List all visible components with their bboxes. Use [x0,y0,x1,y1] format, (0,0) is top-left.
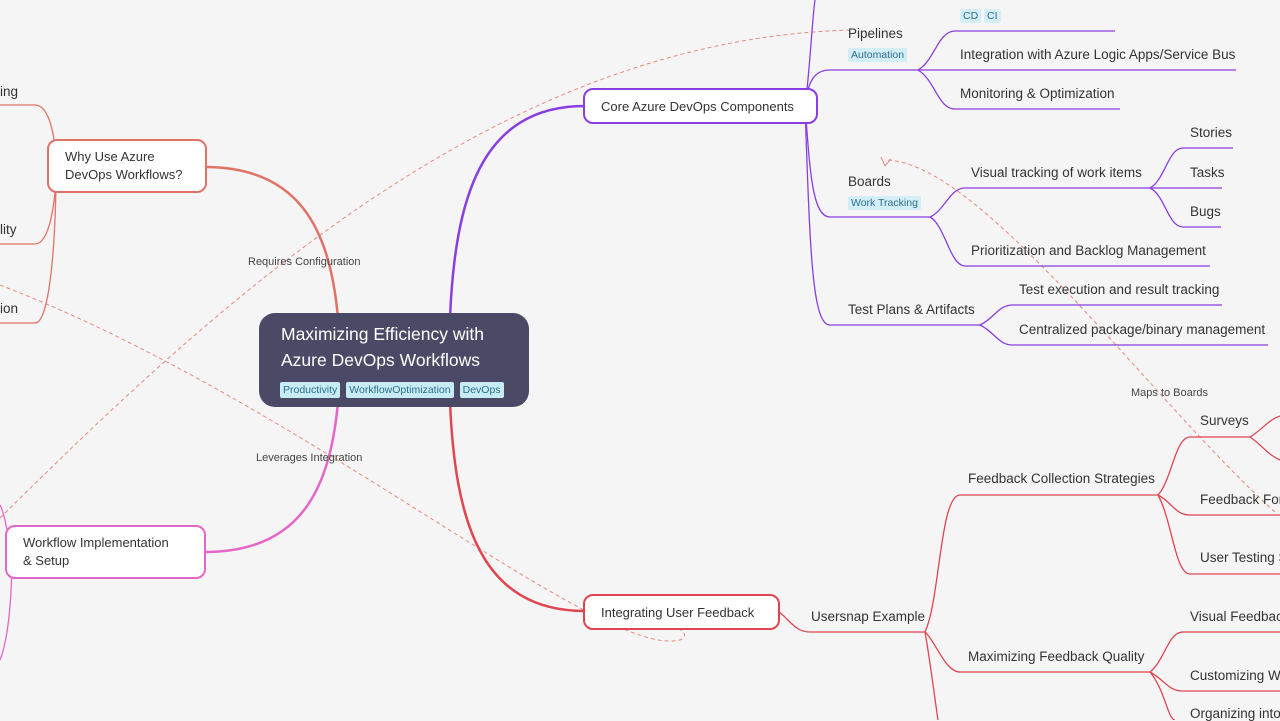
cd-tag[interactable]: CD [960,9,982,23]
connector-central-core [448,104,586,319]
branch-workflow[interactable]: Workflow Implementation & Setup [5,525,206,579]
quality-organizing[interactable]: Organizing into [1190,706,1280,721]
relationship-maps-label[interactable]: Maps to Boards [1131,387,1209,399]
connector-central-feedback [448,401,586,613]
boards-prioritization[interactable]: Prioritization and Backlog Management [971,243,1206,258]
connector-collection-surveys [1157,436,1250,496]
connector-boards-prioritization [929,216,1210,267]
connector-surveys-a [1249,415,1280,438]
pipelines-integration[interactable]: Integration with Azure Logic Apps/Servic… [960,47,1236,62]
central-tags: Productivity WorkflowOptimization DevOps [280,382,504,398]
branch-core-label: Core Azure DevOps Components [601,98,794,114]
branch-core[interactable]: Core Azure DevOps Components [583,88,818,124]
boards-label[interactable]: Boards [848,174,891,189]
connector-central-why [204,165,340,319]
usersnap-label[interactable]: Usersnap Example [811,609,926,624]
connector-testplans-execution [979,304,1222,326]
connector-quality-customizing [1149,671,1280,692]
tag-productivity[interactable]: Productivity [280,382,341,398]
tag-workflow-optimization[interactable]: WorkflowOptimization [346,382,454,398]
pipelines-tag[interactable]: Automation [848,48,908,62]
quality-label[interactable]: Maximizing Feedback Quality [968,649,1145,664]
connector-surveys-b [1249,436,1280,461]
quality-customizing[interactable]: Customizing W [1190,668,1280,683]
connector-central-workflow [204,401,340,554]
why-child-a[interactable]: ing [0,84,19,99]
relationship-line-requires [0,29,851,519]
collection-testing[interactable]: User Testing S [1200,550,1280,565]
quality-visual[interactable]: Visual Feedbac [1190,609,1280,624]
boards-tag[interactable]: Work Tracking [848,196,921,210]
why-child-b[interactable]: lity [0,222,17,237]
pipelines-monitoring[interactable]: Monitoring & Optimization [960,86,1115,101]
connector-pipelines-monitoring [917,69,1120,110]
connector-usersnap-quality [924,631,1150,673]
relationship-requires-label[interactable]: Requires Configuration [248,256,361,268]
testplans-label[interactable]: Test Plans & Artifacts [848,302,975,317]
connector-boards-visual [929,187,1150,218]
branch-feedback[interactable]: Integrating User Feedback [583,594,780,630]
testplans-package[interactable]: Centralized package/binary management [1019,322,1266,337]
connector-core-boards [804,105,930,218]
collection-form[interactable]: Feedback For [1200,492,1280,507]
branch-workflow-line2: & Setup [23,553,70,568]
boards-tasks[interactable]: Tasks [1190,165,1225,180]
connector-visual-bugs [1149,187,1221,228]
relationship-line-leverages [0,284,685,642]
boards-bugs[interactable]: Bugs [1190,204,1221,219]
connector-pipelines-cicd [917,30,1115,71]
why-child-c[interactable]: ion [0,301,19,316]
pipelines-label[interactable]: Pipelines [848,26,903,41]
collection-label[interactable]: Feedback Collection Strategies [968,471,1155,486]
relationship-arrowhead [880,156,892,167]
connector-core-pipelines [804,69,918,107]
connector-feedback-usersnap [777,610,925,633]
boards-stories[interactable]: Stories [1190,125,1233,140]
connector-usersnap-collection [924,494,1158,633]
branch-workflow-line1: Workflow Implementation [23,535,169,550]
relationship-leverages-label[interactable]: Leverages Integration [256,452,363,464]
branch-feedback-label: Integrating User Feedback [601,604,755,620]
branch-why-line2: DevOps Workflows? [65,167,183,182]
connector-why-c [0,166,57,324]
connector-testplans-package [979,324,1268,346]
central-title-line1: Maximizing Efficiency with [281,324,484,344]
connector-quality-organizing [1149,671,1176,720]
connector-core-testplans [804,105,980,326]
collection-surveys[interactable]: Surveys [1200,413,1249,428]
testplans-execution[interactable]: Test execution and result tracking [1019,282,1220,297]
central-title-line2: Azure DevOps Workflows [281,350,481,370]
connector-collection-testing [1157,494,1280,575]
relationship-line-maps [884,159,1276,513]
ci-tag[interactable]: CI [984,9,1001,23]
connector-visual-stories [1149,147,1233,189]
connector-collection-form [1157,494,1280,516]
tag-devops[interactable]: DevOps [459,382,504,398]
connector-usersnap-down [924,631,939,720]
branch-why-line1: Why Use Azure [65,149,155,164]
connector-quality-visual [1149,631,1280,673]
branch-why[interactable]: Why Use Azure DevOps Workflows? [47,139,207,193]
central-topic[interactable]: Maximizing Efficiency with Azure DevOps … [259,313,529,407]
boards-visual[interactable]: Visual tracking of work items [971,165,1142,180]
